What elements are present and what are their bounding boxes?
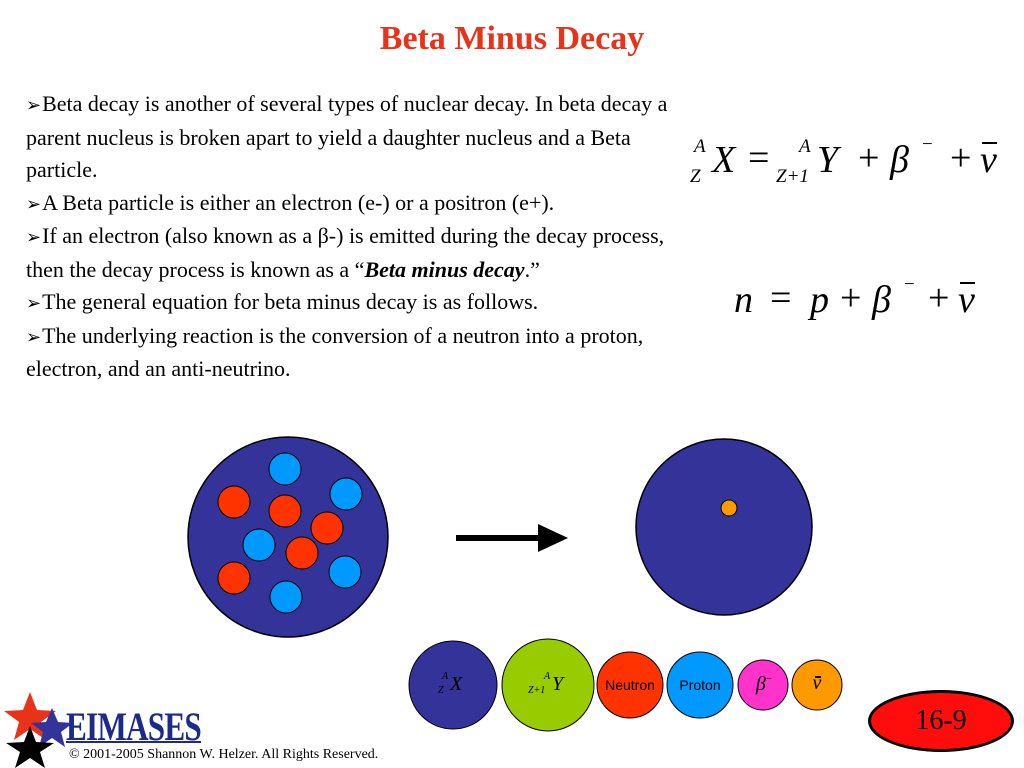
stars-logo-icon xyxy=(4,692,73,768)
bullet-text: Beta decay is another of several types o… xyxy=(26,91,668,182)
black-star-icon xyxy=(6,726,54,768)
parent-nucleus xyxy=(187,436,389,638)
parent-symbol: X xyxy=(712,139,736,181)
plus-sign: + xyxy=(840,277,862,319)
daughter-nucleus-body xyxy=(635,438,813,616)
bullet-item: ➢A Beta particle is either an electron (… xyxy=(26,187,691,221)
legend-parent-atomic: Z xyxy=(438,685,444,696)
legend-daughter-atomic: Z+1 xyxy=(528,685,546,696)
daughter-atomic-number: Z+1 xyxy=(776,166,809,187)
minus-superscript: − xyxy=(922,134,933,155)
legend-beta-sup: − xyxy=(765,673,773,685)
neutron-particle xyxy=(285,536,319,570)
equals-sign: = xyxy=(770,277,792,319)
arrow-bullet-icon: ➢ xyxy=(26,293,42,313)
bullet-text: The general equation for beta minus deca… xyxy=(42,289,539,314)
neutron-particle xyxy=(268,494,302,528)
proton-symbol: p xyxy=(810,279,829,321)
legend-parent-symbol: X xyxy=(450,673,463,695)
bullet-text: .” xyxy=(524,256,540,282)
copyright-notice: © 2001-2005 Shannon W. Helzer. All Right… xyxy=(69,747,379,762)
bullet-emphasis: Beta minus decay xyxy=(364,256,525,282)
legend-proton-label: Proton xyxy=(679,677,721,693)
neutron-symbol: n xyxy=(734,279,753,321)
proton-particle xyxy=(268,452,302,486)
neutron-particle xyxy=(217,561,251,595)
proton-particle xyxy=(269,580,303,614)
bullet-text: A Beta particle is either an electron (e… xyxy=(42,189,555,215)
plus-sign: + xyxy=(950,137,972,179)
neutron-particle xyxy=(310,511,344,545)
proton-particle xyxy=(329,477,363,511)
plus-sign: + xyxy=(858,137,880,179)
legend-neutron-swatch xyxy=(596,651,664,719)
arrow-bullet-icon: ➢ xyxy=(26,193,42,214)
legend-beta-swatch xyxy=(737,659,789,711)
legend-parent-mass: A xyxy=(442,671,449,682)
red-star-icon xyxy=(4,692,56,740)
antineutrino-particle xyxy=(720,499,738,517)
daughter-mass-number: A xyxy=(799,136,811,157)
legend-daughter-symbol: Y xyxy=(552,673,564,695)
arrow-bullet-icon: ➢ xyxy=(26,326,42,347)
legend-beta-symbol: β xyxy=(755,673,766,695)
arrow-head-icon xyxy=(538,524,568,552)
antineutrino-symbol: ν xyxy=(958,279,975,321)
page-number-badge: 16-9 xyxy=(868,690,1014,752)
reaction-arrow xyxy=(456,524,568,552)
arrow-bullet-icon: ➢ xyxy=(26,95,42,115)
equals-sign: = xyxy=(748,137,770,179)
general-decay-equation: A Z X = A Z+1 Y + β − + ν xyxy=(690,130,1020,200)
neutron-particle xyxy=(217,485,251,519)
legend-daughter-mass: A xyxy=(544,671,551,682)
proton-particle xyxy=(328,555,362,589)
bullet-list: ➢Beta decay is another of several types … xyxy=(26,88,691,386)
daughter-nucleus xyxy=(635,438,813,616)
legend-beta-label: β− xyxy=(748,673,780,696)
neutron-decay-equation: n = p + β − + ν xyxy=(730,272,1000,332)
bullet-item: ➢The underlying reaction is the conversi… xyxy=(26,320,691,386)
blue-star-icon xyxy=(31,708,73,747)
legend-daughter-swatch xyxy=(501,638,595,732)
bullet-item: ➢Beta decay is another of several types … xyxy=(26,88,691,187)
minus-superscript: − xyxy=(904,274,915,295)
bullet-item: ➢The general equation for beta minus dec… xyxy=(26,286,691,320)
legend-antineutrino-label: ν xyxy=(804,672,830,695)
legend xyxy=(408,638,843,732)
eimases-logo: EIMASES xyxy=(66,704,202,749)
bullet-text: The underlying reaction is the conversio… xyxy=(26,322,644,382)
beta-symbol: β xyxy=(872,279,891,321)
parent-mass-number: A xyxy=(694,136,706,157)
beta-symbol: β xyxy=(890,139,909,181)
daughter-symbol: Y xyxy=(817,139,839,181)
bullet-text: If an electron (also known as a β-) is e… xyxy=(26,223,665,282)
legend-antineutrino-swatch xyxy=(791,659,843,711)
parent-atomic-number: Z xyxy=(690,166,701,187)
proton-particle xyxy=(242,528,276,562)
antineutrino-symbol: ν xyxy=(980,139,997,181)
legend-antineutrino-symbol: ν xyxy=(812,672,822,694)
legend-proton-swatch xyxy=(666,651,734,719)
plus-sign: + xyxy=(928,277,950,319)
slide-title: Beta Minus Decay xyxy=(379,20,645,57)
arrow-bullet-icon: ➢ xyxy=(26,227,42,247)
legend-parent-swatch xyxy=(408,640,498,730)
bullet-item: ➢If an electron (also known as a β-) is … xyxy=(26,220,691,286)
legend-neutron-label: Neutron xyxy=(605,677,655,693)
